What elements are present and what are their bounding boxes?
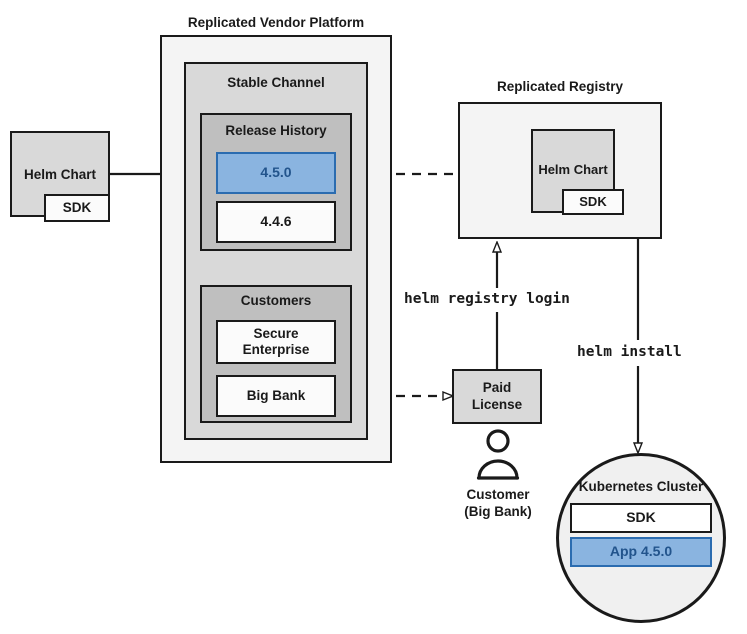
registry-sdk-label: SDK xyxy=(579,194,607,210)
release-version-previous-label: 4.4.6 xyxy=(260,213,292,230)
sdk-source-label: SDK xyxy=(62,199,92,215)
command-registry-login: helm registry login xyxy=(401,291,573,307)
command-helm-install: helm install xyxy=(574,344,685,360)
customer-caption: Customer (Big Bank) xyxy=(464,487,532,519)
customer-big-bank-label: Big Bank xyxy=(246,387,306,403)
release-version-current[interactable]: 4.5.0 xyxy=(216,152,336,194)
paid-license-box[interactable]: Paid License xyxy=(452,369,542,424)
customer-big-bank[interactable]: Big Bank xyxy=(216,375,336,417)
cluster-app-label: App 4.5.0 xyxy=(609,543,673,560)
cluster-app-box[interactable]: App 4.5.0 xyxy=(570,537,712,567)
cluster-sdk-box[interactable]: SDK xyxy=(570,503,712,533)
cluster-sdk-label: SDK xyxy=(626,509,656,526)
registry-title: Replicated Registry xyxy=(496,79,624,94)
customer-person-icon xyxy=(476,429,520,480)
helm-chart-source-label: Helm Chart xyxy=(23,167,96,182)
kubernetes-cluster-label: Kubernetes Cluster xyxy=(578,479,704,494)
release-version-current-label: 4.5.0 xyxy=(260,164,292,181)
sdk-source-box[interactable]: SDK xyxy=(44,194,110,222)
vendor-platform-title: Replicated Vendor Platform xyxy=(187,15,365,30)
release-version-previous[interactable]: 4.4.6 xyxy=(216,201,336,243)
customer-secure-enterprise-label: Secure Enterprise xyxy=(242,325,310,357)
registry-sdk-box[interactable]: SDK xyxy=(562,189,624,215)
customer-secure-enterprise[interactable]: Secure Enterprise xyxy=(216,320,336,364)
registry-helm-chart-label: Helm Chart xyxy=(538,162,608,177)
paid-license-label: Paid License xyxy=(471,380,523,412)
